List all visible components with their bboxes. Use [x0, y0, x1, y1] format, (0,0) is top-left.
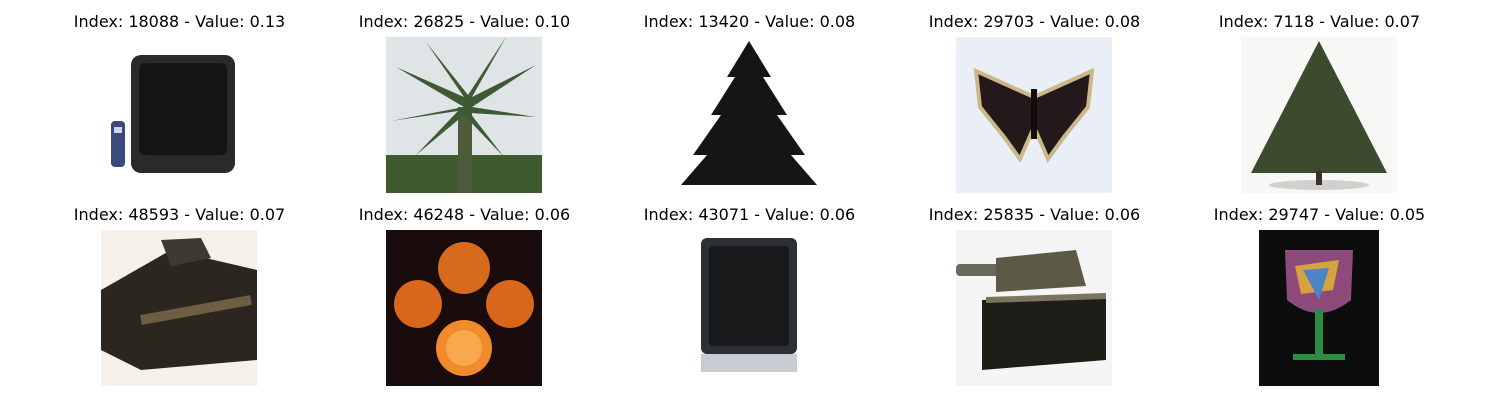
image-panel-6: Index: 48593 - Value: 0.07 [37, 205, 322, 395]
panel-image-palm-tree [386, 37, 542, 193]
image-panel-1: Index: 18088 - Value: 0.13 [37, 12, 322, 202]
image-panel-10: Index: 29747 - Value: 0.05 [1177, 205, 1462, 395]
panel-image-pine-tree [671, 37, 827, 193]
panel-image-wine-glass [1241, 230, 1397, 386]
panel-image-butterfly [956, 37, 1112, 193]
panel-image-tree [1241, 37, 1397, 193]
panel-image-television [671, 230, 827, 386]
image-panel-5: Index: 7118 - Value: 0.07 [1177, 12, 1462, 202]
panel-title: Index: 13420 - Value: 0.08 [643, 12, 856, 31]
panel-image-oranges [386, 230, 542, 386]
image-panel-2: Index: 26825 - Value: 0.10 [322, 12, 607, 202]
panel-title: Index: 48593 - Value: 0.07 [73, 205, 286, 224]
panel-title: Index: 26825 - Value: 0.10 [358, 12, 571, 31]
panel-image-tank [956, 230, 1112, 386]
image-panel-4: Index: 29703 - Value: 0.08 [892, 12, 1177, 202]
panel-title: Index: 29747 - Value: 0.05 [1213, 205, 1426, 224]
panel-title: Index: 7118 - Value: 0.07 [1218, 12, 1421, 31]
panel-title: Index: 46248 - Value: 0.06 [358, 205, 571, 224]
image-panel-7: Index: 46248 - Value: 0.06 [322, 205, 607, 395]
panel-title: Index: 18088 - Value: 0.13 [73, 12, 286, 31]
panel-image-tank [101, 230, 257, 386]
panel-title: Index: 25835 - Value: 0.06 [928, 205, 1141, 224]
panel-title: Index: 29703 - Value: 0.08 [928, 12, 1141, 31]
image-panel-9: Index: 25835 - Value: 0.06 [892, 205, 1177, 395]
image-panel-3: Index: 13420 - Value: 0.08 [607, 12, 892, 202]
image-panel-8: Index: 43071 - Value: 0.06 [607, 205, 892, 395]
panel-image-television [101, 37, 257, 193]
panel-title: Index: 43071 - Value: 0.06 [643, 205, 856, 224]
